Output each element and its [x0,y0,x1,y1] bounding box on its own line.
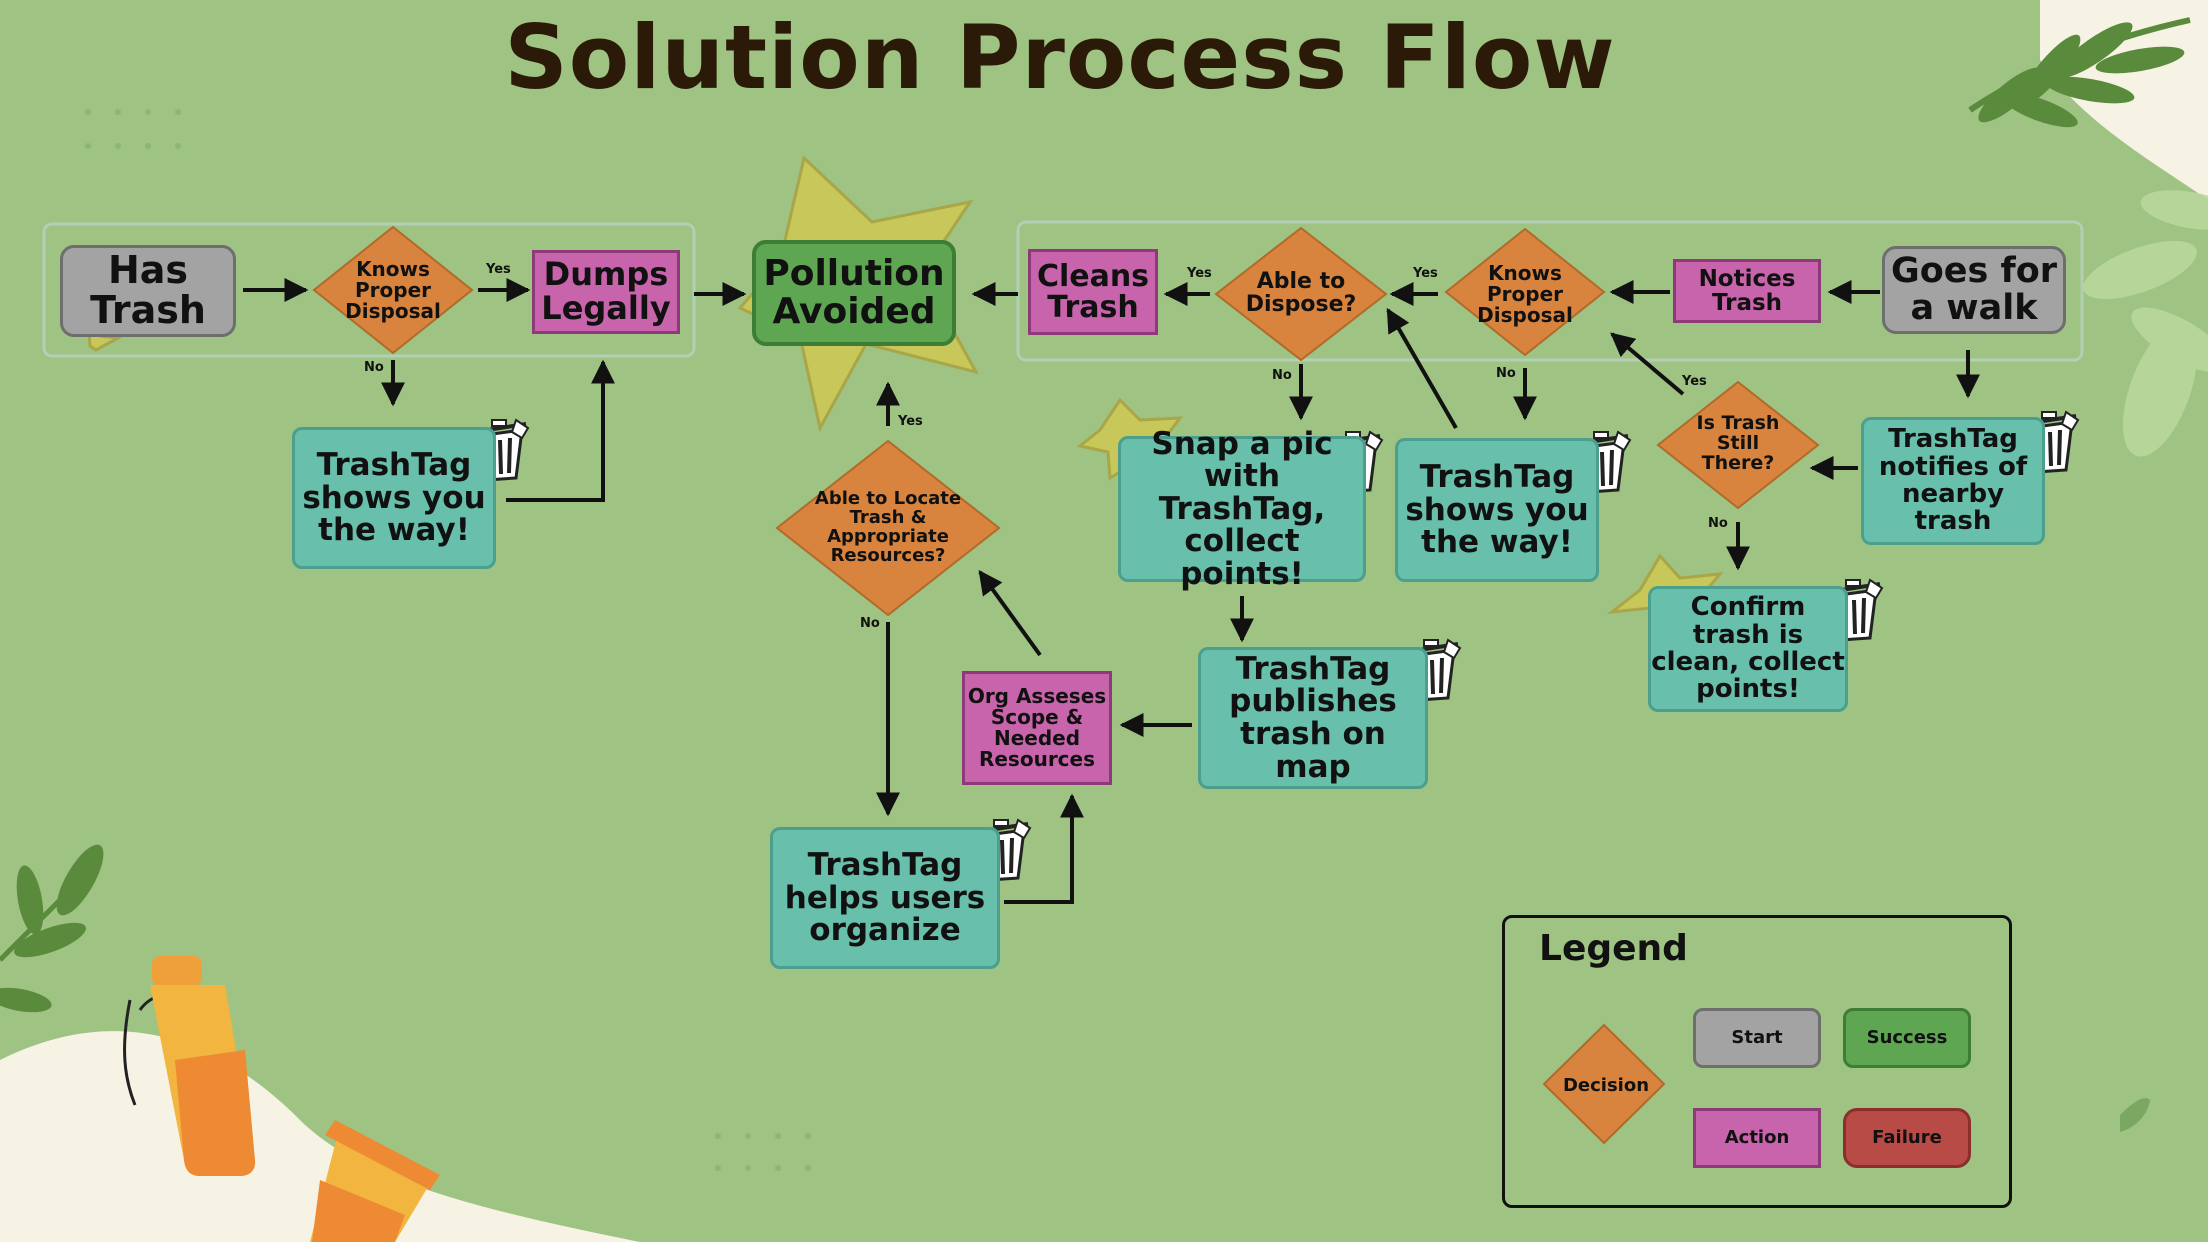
group-frame-right [1016,220,2084,362]
edge-label-yes: Yes [898,414,923,429]
legend-success: Success [1843,1008,1971,1068]
node-org-assesses: Org Asseses Scope & Needed Resources [962,671,1112,785]
group-frame-left [42,222,696,358]
legend-decision-swatch [1542,1023,1666,1145]
dot-grid-bottom [715,1133,811,1171]
legend: Legend Decision Start Success Action Fai… [1502,915,2012,1208]
decision-able-to-dispose: Able to Dispose? [1245,268,1357,317]
flow-arrows [243,278,1980,904]
node-confirm-clean: Confirm trash is clean, collect points! [1648,586,1848,712]
dot-grid-top-left [85,109,181,149]
decision-diamonds [312,225,1820,1145]
arrow-helps-to-org [1004,793,1084,904]
node-cleans-trash: Cleans Trash [1028,249,1158,335]
arrow-is-still-yes-to-knows [1610,332,1685,396]
node-goes-for-walk: Goes for a walk [1882,246,2066,334]
leaf-branch-top-right [1968,17,2191,128]
diamond-knows-proper-disposal-right [1444,227,1606,357]
diamond-knows-proper-disposal-left [312,225,474,355]
decision-knows-proper-disposal-left: Knows Proper Disposal [345,256,441,323]
arrow-trashtag-to-able [1386,307,1458,429]
edge-label-no: No [1496,366,1516,381]
node-trashtag-shows-way-right: TrashTag shows you the way! [1395,438,1599,582]
node-trashtag-notifies: TrashTag notifies of nearby trash [1861,417,2045,545]
cream-bottom-shape [0,1031,640,1242]
edge-label-yes: Yes [1682,374,1707,389]
diamond-is-trash-still-there [1656,380,1820,510]
diamond-able-to-locate [775,439,1001,617]
legend-start: Start [1693,1008,1821,1068]
page-title: Solution Process Flow [504,6,1616,109]
edge-label-no: No [1708,516,1728,531]
water-bottle-illustration [123,956,256,1176]
edge-label-no: No [860,616,880,631]
small-leaf [2120,1098,2150,1132]
edge-label-yes: Yes [1187,266,1212,281]
legend-decision-label: Decision [1562,1074,1650,1096]
edge-label-no: No [364,360,384,375]
node-trashtag-shows-way-left: TrashTag shows you the way! [292,427,496,569]
pale-leaves-right [2083,190,2208,457]
node-snap-pic: Snap a pic with TrashTag, collect points… [1118,427,1366,590]
decision-is-trash-still-there: Is Trash Still There? [1696,412,1780,474]
arrow-trashtag-to-dumps [506,359,615,502]
legend-title: Legend [1539,928,1688,969]
diamond-able-to-dispose [1214,226,1388,362]
decision-knows-proper-disposal-right: Knows Proper Disposal [1477,260,1573,327]
node-dumps-legally: Dumps Legally [532,250,680,334]
leaf-branch-bottom-left [0,844,104,1013]
legend-action: Action [1693,1108,1821,1168]
legend-failure: Failure [1843,1108,1971,1168]
decision-able-to-locate: Able to Locate Trash & Appropriate Resou… [814,488,962,566]
edge-label-yes: Yes [1413,266,1438,281]
cup-illustration [310,1120,440,1242]
node-trashtag-publishes: TrashTag publishes trash on map [1198,647,1428,789]
node-trashtag-helps: TrashTag helps users organize [770,827,1000,969]
node-notices-trash: Notices Trash [1673,259,1821,323]
node-pollution-avoided: Pollution Avoided [752,240,956,346]
node-has-trash: Has Trash [60,245,236,337]
arrow-org-to-able-locate [978,570,1042,657]
edge-label-yes: Yes [486,262,511,277]
edge-label-no: No [1272,368,1292,383]
